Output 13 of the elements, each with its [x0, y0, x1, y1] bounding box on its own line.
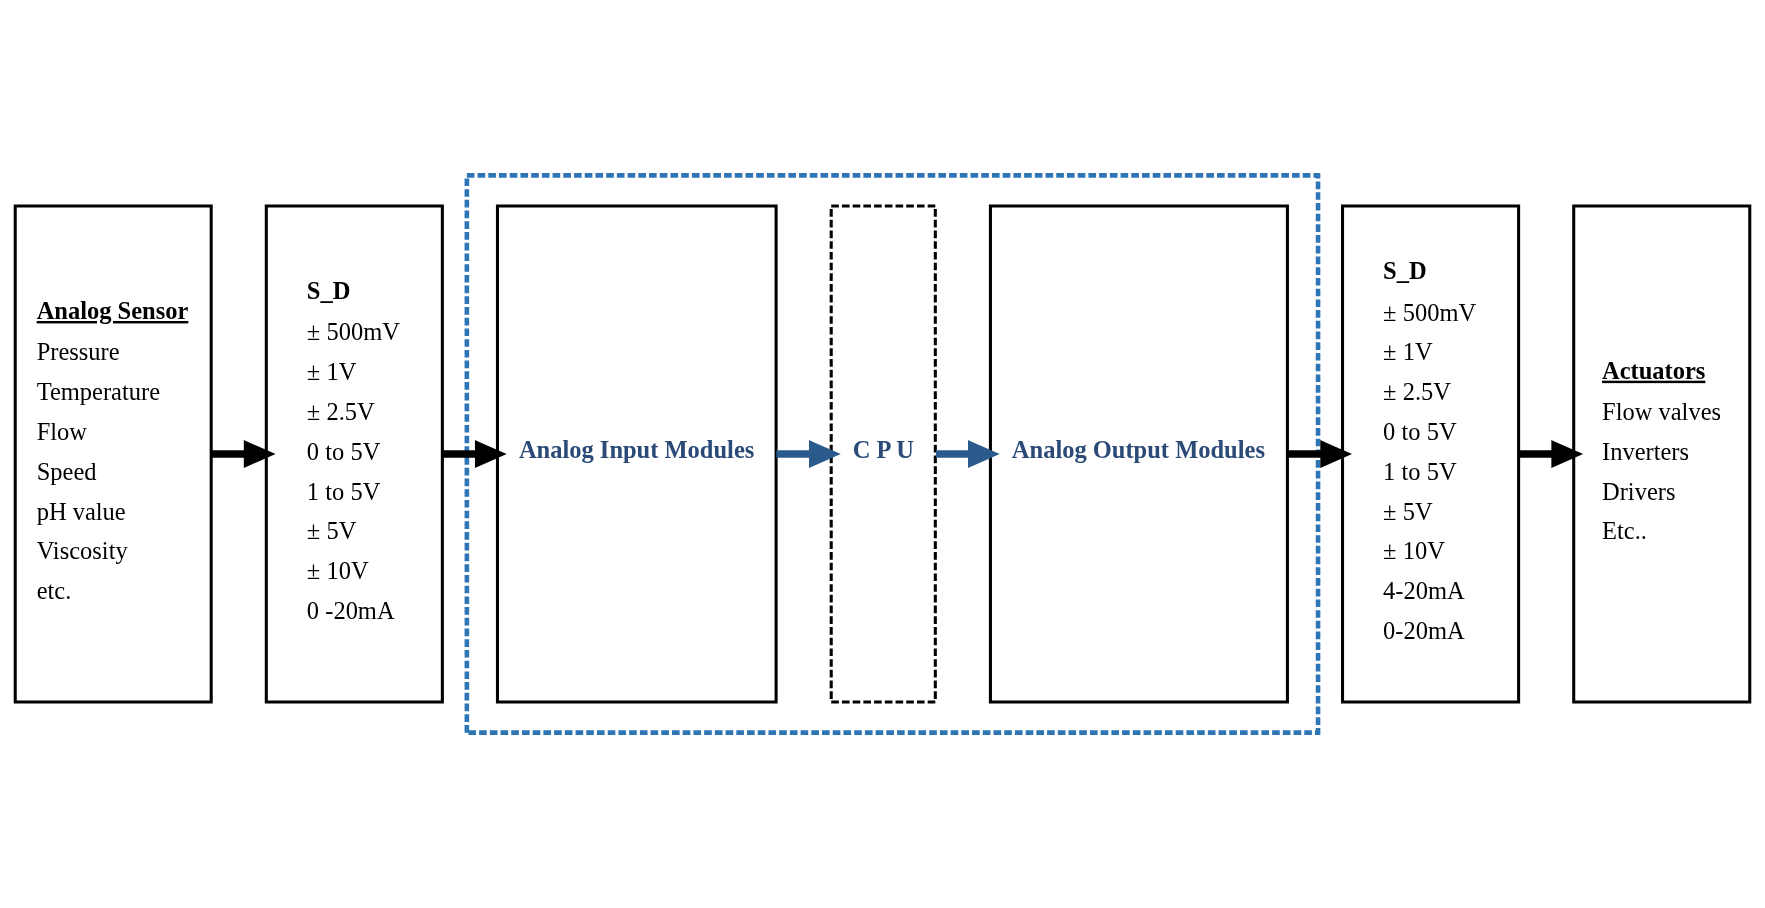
cluster: [464, 173, 1321, 735]
node-box: Analog Input Modules: [495, 204, 778, 704]
arrow: [442, 440, 507, 468]
node-box: C P U: [829, 204, 937, 704]
node-box: Analog Output Modules: [988, 204, 1289, 704]
arrow: [211, 440, 276, 468]
node-box: S_D ± 500mV ± 1V ± 2.5V 0 to 5V 1 to 5V ± 5V ± 10V 0 -20mA: [264, 204, 444, 704]
node-box: S_D ± 500mV ± 1V ± 2.5V 0 to 5V 1 to 5V ± 5V ± 10V 4-20mA 0-20mA: [1341, 204, 1521, 704]
arrow: [935, 440, 1000, 468]
arrow: [1287, 440, 1353, 468]
node-box: Actuators Flow valves Inverters Drivers Etc..: [1572, 204, 1752, 704]
node-box: Analog Sensor Pressure Temperature Flow Speed pH value Viscosity etc.: [13, 204, 213, 704]
arrow: [1519, 440, 1584, 468]
